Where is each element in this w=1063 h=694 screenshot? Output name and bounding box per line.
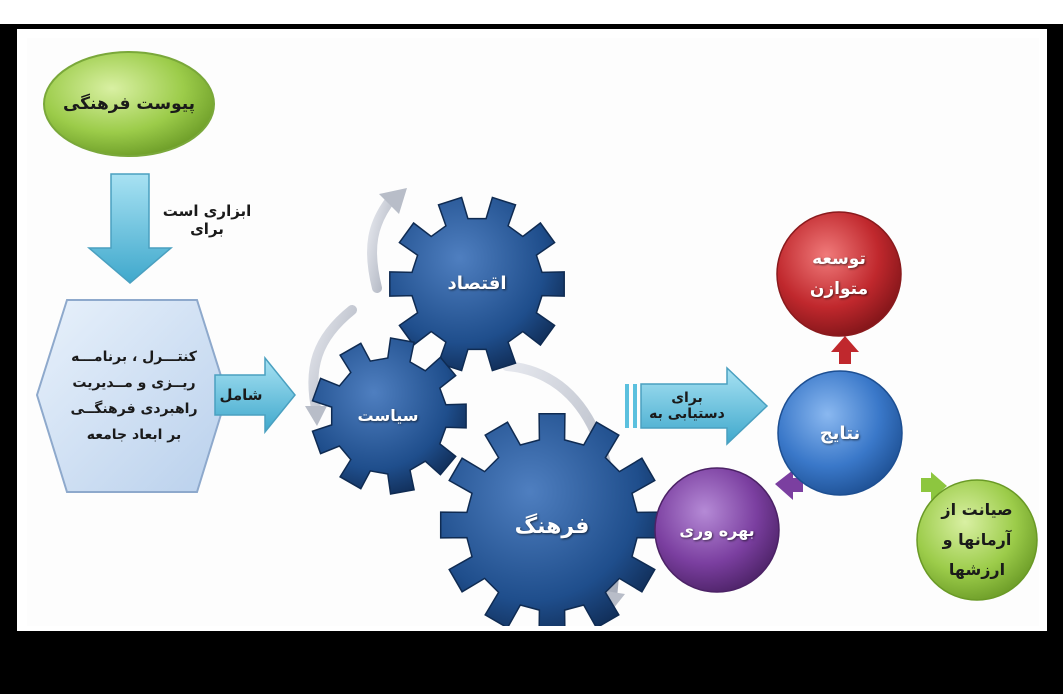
cropped-heading-fragment: [470, 0, 910, 12]
sweep-arrow-top-head: [379, 188, 407, 214]
cultural-attachment-oval: [43, 51, 215, 157]
diagram-svg: [35, 51, 1038, 626]
down-arrow: [86, 173, 174, 284]
protection-circle: [916, 479, 1038, 601]
sweep-arrow-top: [367, 193, 397, 293]
balanced-development-circle: [776, 211, 902, 337]
top-strip: [0, 0, 1063, 24]
gear-culture-shape: [439, 412, 665, 626]
up-connector-arrow: [831, 336, 859, 364]
achieve-arrow-stripe-2: [633, 384, 637, 428]
left-connector-arrow: [775, 470, 803, 500]
gear-economy-shape: [389, 196, 565, 372]
bottom-band: [0, 636, 1063, 694]
achieve-arrow-stripe-1: [625, 384, 629, 428]
results-circle: [777, 370, 903, 496]
gear-culture: [439, 412, 665, 626]
gear-economy: [389, 196, 565, 372]
gear-politics: [311, 337, 467, 495]
gear-politics-shape: [311, 337, 467, 495]
sweep-arrow-left-head: [305, 406, 327, 426]
diagram-canvas: پیوست فرهنگی ابزاری است برای کنتـــرل ، …: [27, 38, 1039, 626]
control-hexagon: [35, 299, 229, 493]
productivity-circle: [654, 467, 780, 593]
includes-arrow: [214, 355, 296, 435]
achieve-arrow: [640, 366, 769, 446]
right-connector-arrow: [921, 472, 947, 500]
